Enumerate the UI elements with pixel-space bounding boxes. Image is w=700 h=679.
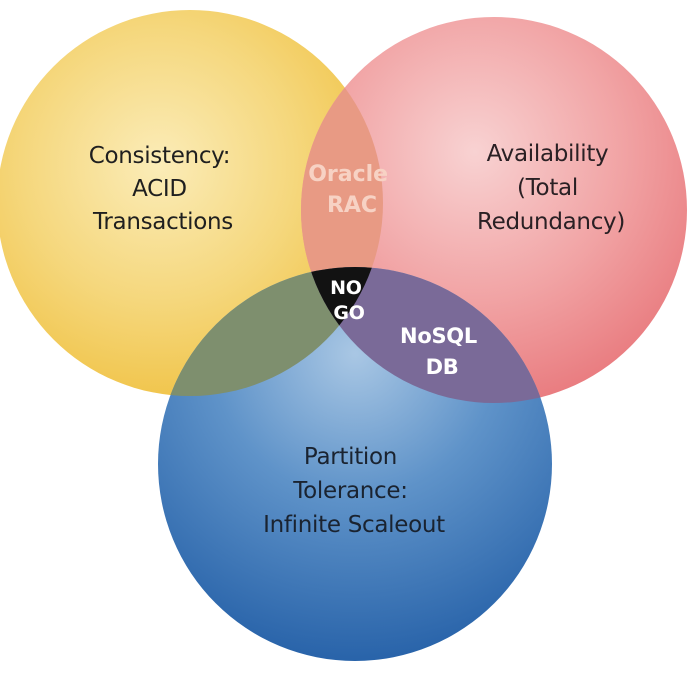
oracle-rac-label-line-2: RAC — [327, 193, 377, 218]
availability-label-line-3: Redundancy) — [477, 209, 625, 235]
no-go-label: NO GO — [330, 277, 368, 324]
no-go-label-line-1: NO — [330, 277, 362, 299]
consistency-label-line-3: Transactions — [92, 209, 233, 235]
partition-label-line-1: Partition — [304, 444, 397, 470]
partition-label-line-2: Tolerance: — [292, 478, 407, 504]
partition-label: Partition Tolerance: Infinite Scaleout — [263, 444, 445, 538]
no-go-label-line-2: GO — [333, 302, 364, 324]
oracle-rac-label-line-1: Oracle — [308, 162, 388, 187]
nosql-db-label-line-1: NoSQL — [400, 324, 477, 348]
consistency-label: Consistency: ACID Transactions — [89, 143, 238, 235]
nosql-db-label: NoSQL DB — [400, 324, 484, 379]
consistency-label-line-1: Consistency: — [89, 143, 231, 169]
availability-label-line-1: Availability — [487, 141, 609, 167]
availability-label: Availability (Total Redundancy) — [477, 141, 625, 235]
availability-label-line-2: (Total — [517, 175, 578, 201]
nosql-db-label-line-2: DB — [426, 355, 459, 379]
oracle-rac-label: Oracle RAC — [308, 162, 396, 218]
consistency-partition-overlap — [158, 267, 383, 396]
consistency-label-line-2: ACID — [132, 176, 187, 202]
availability-partition-overlap — [301, 267, 552, 403]
partition-label-line-3: Infinite Scaleout — [263, 512, 445, 538]
